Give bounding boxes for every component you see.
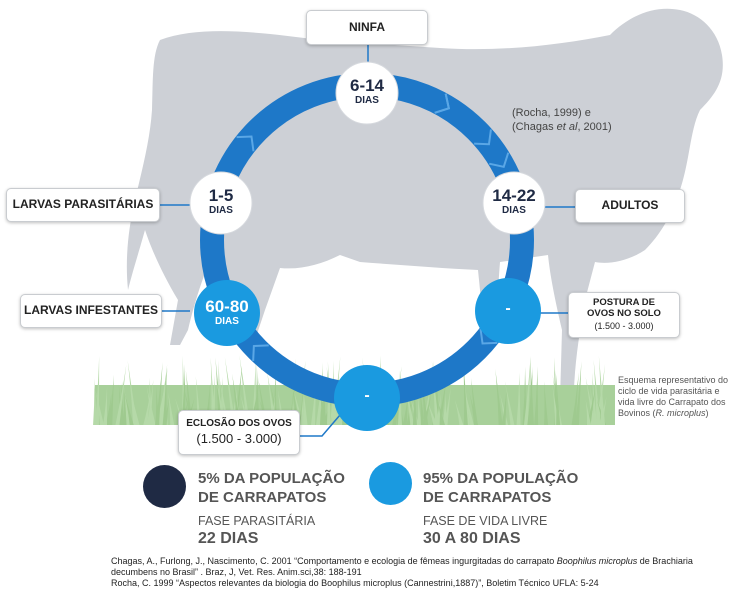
schema-note: Esquema representativo do ciclo de vida … (618, 375, 729, 418)
citation-note: (Rocha, 1999) e (Chagas et al, 2001) (512, 107, 612, 133)
grass-blade (162, 367, 167, 425)
grass-blade (495, 368, 503, 425)
grass-blade (162, 399, 169, 425)
grass-blade (501, 387, 507, 425)
grass-blade (330, 360, 335, 425)
ring-arrow (479, 328, 498, 345)
grass-blade (504, 381, 515, 425)
grass-blade (159, 367, 168, 425)
grass-blade (143, 390, 151, 425)
grass-blade (586, 386, 596, 425)
grass-blade (168, 392, 175, 425)
grass-blade (598, 355, 606, 425)
ring-arrow (236, 135, 255, 152)
reference-chagas: Chagas, A., Furlong, J., Nascimento, C. … (111, 556, 693, 577)
grass-blade (303, 389, 308, 425)
grass-blade (417, 396, 422, 425)
grass-blade (333, 392, 338, 425)
grass-blade (437, 399, 445, 425)
grass-blade (239, 355, 251, 425)
legend-parasitic-days: 22 DIAS (198, 530, 259, 547)
legend-free-days: 30 A 80 DIAS (423, 530, 521, 547)
grass-blade (402, 393, 408, 425)
grass-blade (426, 399, 438, 425)
label-eclosao: ECLOSÃO DOS OVOS (1.500 - 3.000) (178, 410, 300, 455)
label-ninfa: NINFA (306, 10, 428, 45)
label-adultos: ADULTOS (575, 189, 685, 223)
grass-blade (299, 387, 304, 425)
legend-parasitic-swatch (143, 465, 186, 508)
grass-blade (392, 366, 402, 425)
grass-blade (155, 361, 163, 425)
grass-blade (529, 357, 534, 425)
grass-blade (443, 386, 451, 425)
ring-arrow (252, 344, 269, 361)
grass-blade (412, 380, 417, 425)
grass-blade (181, 364, 186, 425)
grass-blade (108, 374, 114, 425)
grass-blade (122, 388, 127, 425)
label-larvas-parasitarias: LARVAS PARASITÁRIAS (6, 188, 160, 222)
stage-circle-adultos (482, 171, 546, 235)
grass-blade (593, 359, 601, 425)
grass-blade (311, 375, 317, 425)
grass-blade (543, 381, 549, 425)
stage-circle-ninfa (335, 61, 399, 125)
grass-blade (321, 396, 333, 425)
grass-blade (523, 355, 531, 425)
legend-parasitic-phase: FASE PARASITÁRIA (198, 514, 316, 528)
grass-blade (315, 368, 323, 425)
grass-blade (435, 393, 441, 425)
stage-circle-larvas-infestantes (194, 280, 260, 346)
grass-blade (146, 379, 154, 425)
grass-blade (470, 377, 478, 425)
grass-blade (585, 399, 591, 425)
grass-blade (210, 357, 216, 425)
legend-free-swatch (369, 462, 412, 505)
grass-blade (555, 369, 561, 425)
grass-blade (94, 355, 100, 425)
grass-blade (598, 396, 607, 425)
ring-arrow (434, 93, 451, 114)
grass-blade (500, 393, 509, 425)
grass-blade (155, 386, 160, 425)
grass-blade (131, 393, 140, 425)
grass-blade (522, 366, 527, 425)
grass-blade (469, 392, 479, 425)
stage-circle-postura (475, 278, 541, 344)
grass-blade (574, 361, 582, 425)
references: Chagas, A., Furlong, J., Nascimento, C. … (111, 556, 711, 589)
label-larvas-infestantes: LARVAS INFESTANTES (20, 294, 162, 328)
ring-arrow (474, 129, 492, 146)
grass-blade (103, 386, 108, 425)
grass-blade (534, 366, 539, 425)
label-postura: POSTURA DE OVOS NO SOLO (1.500 - 3.000) (568, 292, 680, 338)
stage-circle-eclosao (334, 365, 400, 431)
grass-blade (571, 372, 579, 425)
legend-free-phase: FASE DE VIDA LIVRE (423, 514, 548, 528)
grass-blade (224, 356, 236, 425)
grass-blade (454, 399, 464, 425)
stage-circle-larvas-parasitarias (189, 171, 253, 235)
grass-blade (463, 385, 474, 425)
grass-blade (463, 360, 468, 425)
grass-blade (592, 372, 598, 425)
grass-blade (124, 392, 134, 425)
grass-blade (516, 372, 521, 425)
reference-rocha: Rocha, C. 1999 “Aspectos relevantes da b… (111, 578, 599, 588)
ring-arrow (488, 152, 510, 169)
